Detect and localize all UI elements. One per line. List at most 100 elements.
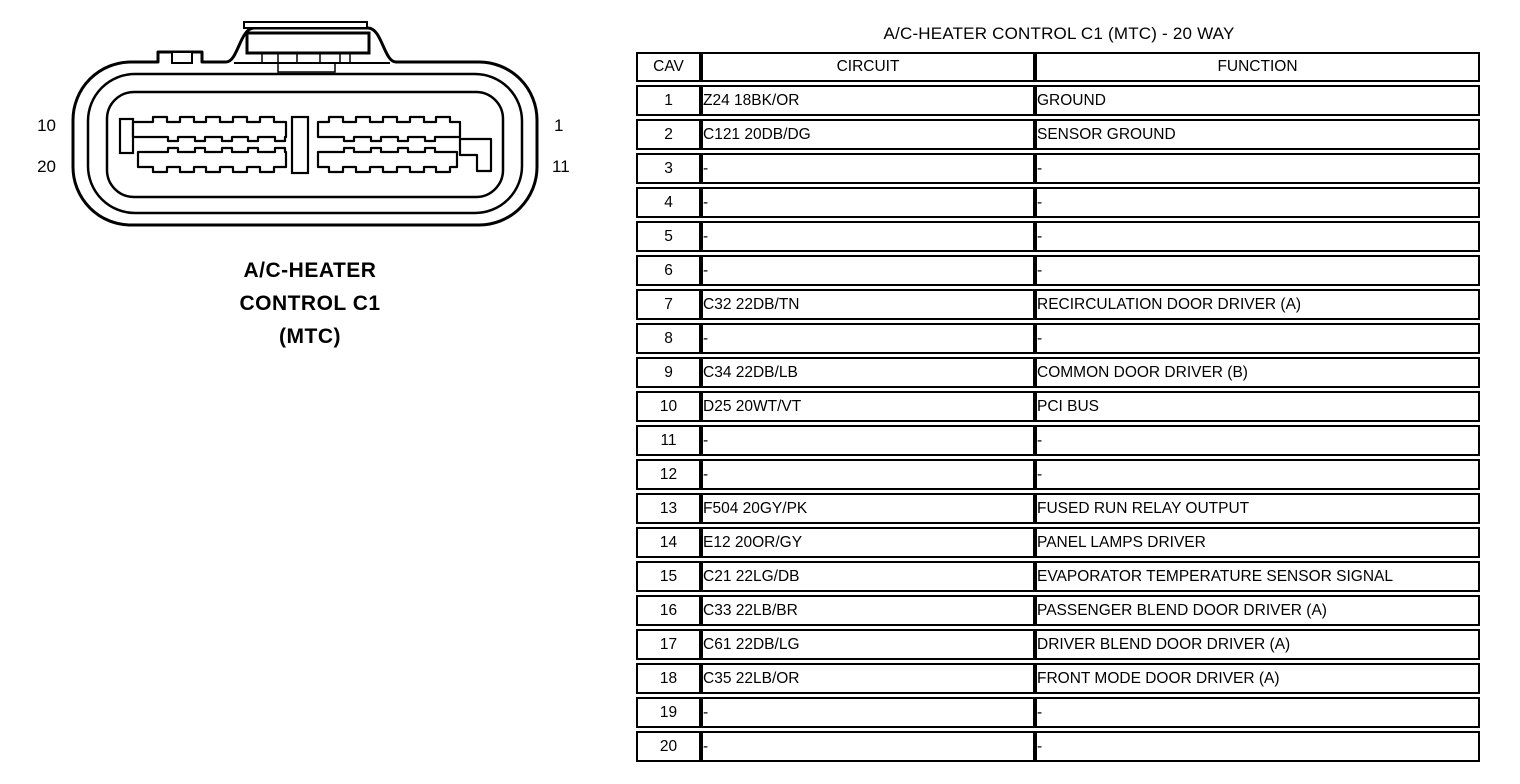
latch-detail-lower [277, 62, 336, 73]
circuit-cell: - [701, 153, 1035, 184]
header-row: CAV CIRCUIT FUNCTION [636, 52, 1480, 82]
function-cell: GROUND [1035, 85, 1480, 116]
function-cell: PANEL LAMPS DRIVER [1035, 527, 1480, 558]
function-cell: DRIVER BLEND DOOR DRIVER (A) [1035, 629, 1480, 660]
cav-cell: 18 [636, 663, 701, 694]
table-title: A/C-HEATER CONTROL C1 (MTC) - 20 WAY [883, 24, 1235, 43]
circuit-cell: C35 22LB/OR [701, 663, 1035, 694]
function-cell: FRONT MODE DOOR DRIVER (A) [1035, 663, 1480, 694]
circuit-cell: C121 20DB/DG [701, 119, 1035, 150]
caption-line-1: A/C-HEATER [243, 259, 377, 282]
function-cell: PASSENGER BLEND DOOR DRIVER (A) [1035, 595, 1480, 626]
function-cell: - [1035, 425, 1480, 456]
key-right-step [458, 137, 493, 173]
circuit-cell: C33 22LB/BR [701, 595, 1035, 626]
function-cell: COMMON DOOR DRIVER (B) [1035, 357, 1480, 388]
column-header-function: FUNCTION [1035, 52, 1480, 82]
table-row: 19-- [636, 697, 1480, 728]
connector-figure: 10 20 1 11 A/C-HEATER CONTROL C1 (MTC) [0, 0, 620, 400]
circuit-cell: C21 22LG/DB [701, 561, 1035, 592]
connector-outline [71, 26, 539, 227]
function-cell: - [1035, 255, 1480, 286]
column-header-cav: CAV [636, 52, 701, 82]
table-row: 3-- [636, 153, 1480, 184]
table-row: 8-- [636, 323, 1480, 354]
circuit-cell: C34 22DB/LB [701, 357, 1035, 388]
table-row: 20-- [636, 731, 1480, 762]
table-row: 4-- [636, 187, 1480, 218]
circuit-cell: - [701, 187, 1035, 218]
latch-body [245, 31, 371, 55]
pin-label-11: 11 [552, 157, 570, 176]
table-row: 6-- [636, 255, 1480, 286]
cav-cell: 1 [636, 85, 701, 116]
function-cell: - [1035, 153, 1480, 184]
cav-cell: 11 [636, 425, 701, 456]
cav-cell: 5 [636, 221, 701, 252]
connector-seal-ring [86, 72, 524, 215]
cav-cell: 8 [636, 323, 701, 354]
pin-label-1: 1 [554, 116, 563, 135]
pin-comb-bottom-right [316, 146, 459, 174]
circuit-cell: C61 22DB/LG [701, 629, 1035, 660]
table-row: 12-- [636, 459, 1480, 490]
pinout-panel: A/C-HEATER CONTROL C1 (MTC) - 20 WAY CAV… [636, 24, 1482, 765]
cav-cell: 19 [636, 697, 701, 728]
pinout-table-head: CAV CIRCUIT FUNCTION [636, 52, 1480, 82]
function-cell: - [1035, 459, 1480, 490]
table-row: 11-- [636, 425, 1480, 456]
cav-cell: 2 [636, 119, 701, 150]
function-cell: SENSOR GROUND [1035, 119, 1480, 150]
tab-notch [171, 51, 193, 64]
circuit-cell: - [701, 255, 1035, 286]
cav-cell: 10 [636, 391, 701, 422]
key-left [118, 117, 135, 155]
function-cell: - [1035, 221, 1480, 252]
function-cell: EVAPORATOR TEMPERATURE SENSOR SIGNAL [1035, 561, 1480, 592]
caption-line-3: (MTC) [279, 325, 341, 348]
function-cell: - [1035, 323, 1480, 354]
circuit-cell: F504 20GY/PK [701, 493, 1035, 524]
circuit-cell: - [701, 697, 1035, 728]
latch-detail-right [339, 52, 351, 64]
function-cell: - [1035, 731, 1480, 762]
circuit-cell: - [701, 425, 1035, 456]
latch-cap [243, 21, 368, 29]
circuit-cell: C32 22DB/TN [701, 289, 1035, 320]
latch-detail-left [261, 52, 279, 64]
table-row: 5-- [636, 221, 1480, 252]
pin-label-20: 20 [37, 157, 56, 176]
pin-comb-top-left [131, 115, 288, 143]
cav-cell: 14 [636, 527, 701, 558]
cav-cell: 4 [636, 187, 701, 218]
cav-cell: 13 [636, 493, 701, 524]
connector-diagram: 10 20 1 11 [37, 21, 570, 227]
cav-cell: 3 [636, 153, 701, 184]
function-cell: - [1035, 187, 1480, 218]
function-cell: FUSED RUN RELAY OUTPUT [1035, 493, 1480, 524]
cav-cell: 15 [636, 561, 701, 592]
cav-cell: 20 [636, 731, 701, 762]
cav-cell: 17 [636, 629, 701, 660]
cav-cell: 16 [636, 595, 701, 626]
caption-line-2: CONTROL C1 [239, 292, 381, 315]
pin-comb-bottom-left [136, 146, 288, 174]
connector-caption: A/C-HEATER CONTROL C1 (MTC) [0, 254, 620, 353]
cav-cell: 7 [636, 289, 701, 320]
function-cell: - [1035, 697, 1480, 728]
circuit-cell: - [701, 221, 1035, 252]
cav-cell: 12 [636, 459, 701, 490]
circuit-cell: - [701, 731, 1035, 762]
circuit-cell: E12 20OR/GY [701, 527, 1035, 558]
circuit-cell: - [701, 459, 1035, 490]
column-header-circuit: CIRCUIT [701, 52, 1035, 82]
